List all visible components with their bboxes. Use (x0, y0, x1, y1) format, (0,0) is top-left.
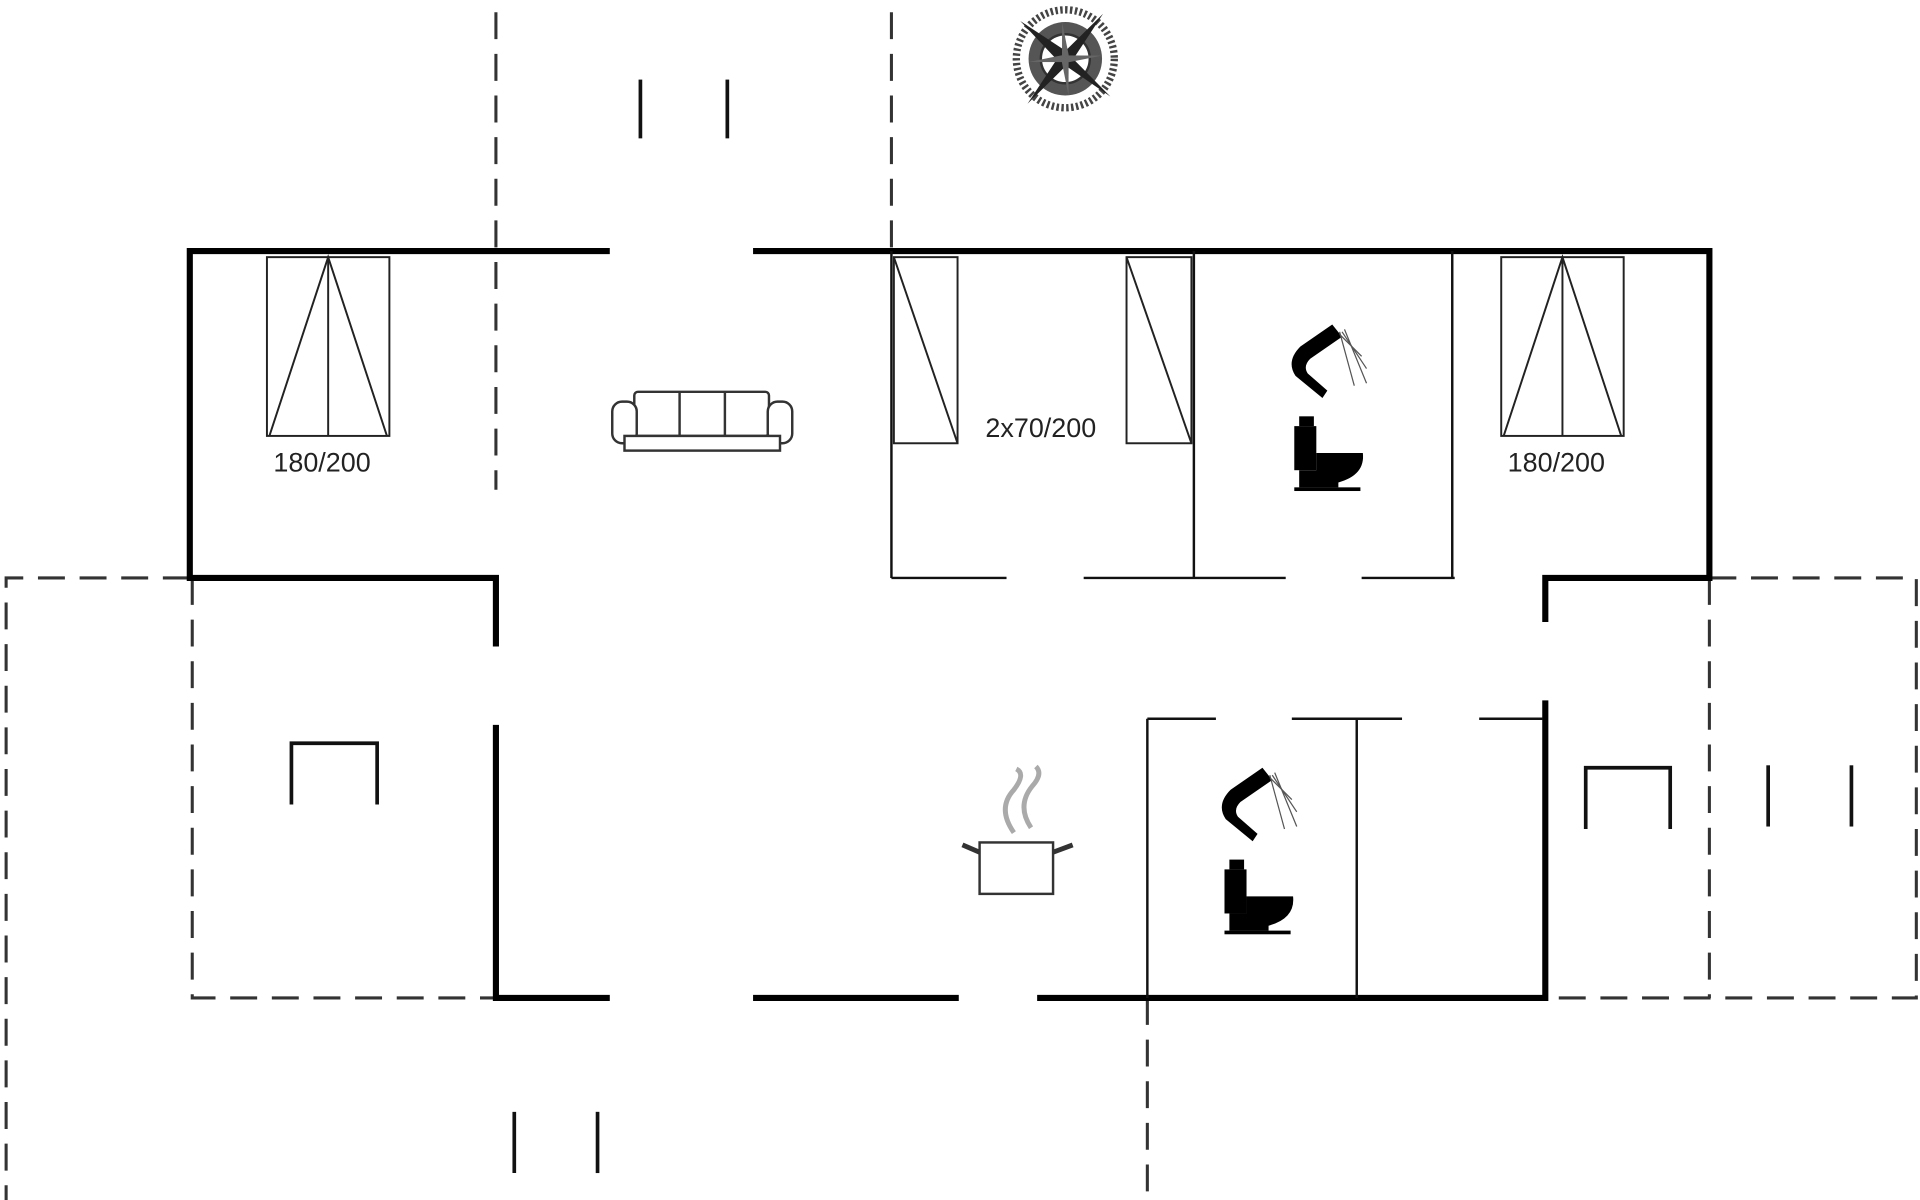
outdoor-tables (289, 741, 1673, 829)
cooking-pot-icon (961, 764, 1074, 896)
shower-icon (1291, 324, 1368, 398)
dashed-lines (4, 12, 1918, 1200)
single-beds (892, 256, 1193, 445)
double-bed-right (1500, 254, 1625, 437)
shower-icon-2 (1221, 767, 1298, 842)
outdoor-benches (512, 79, 1854, 1174)
bed-label-left: 180/200 (273, 447, 370, 477)
bed-label-right: 180/200 (1508, 447, 1605, 477)
interior-walls (890, 251, 1543, 998)
toilet-icon (1294, 416, 1364, 492)
walls (186, 247, 1713, 1002)
sofa-icon (611, 390, 794, 452)
compass-rose-icon (1012, 6, 1118, 112)
bed-label-middle: 2x70/200 (985, 413, 1096, 443)
double-bed-left (265, 254, 391, 437)
toilet-icon-2 (1224, 859, 1294, 935)
